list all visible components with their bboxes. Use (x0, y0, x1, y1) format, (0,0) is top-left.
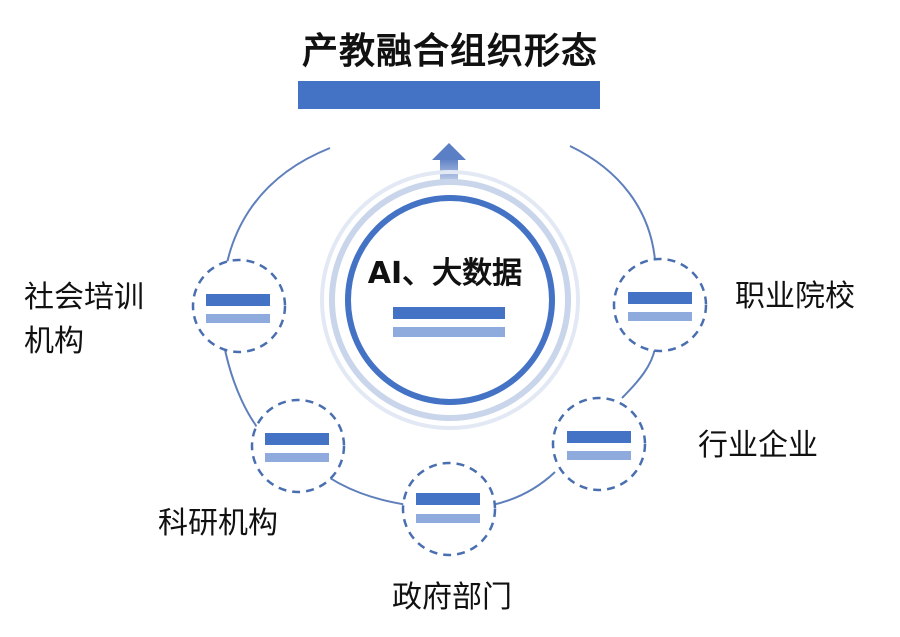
title-bar (298, 81, 600, 109)
node-government (401, 461, 497, 557)
node-label-social-training: 社会培训 机构 (24, 276, 144, 364)
page-title: 产教融合组织形态 (301, 31, 598, 72)
node-label-vocational: 职业院校 (735, 279, 855, 314)
connector-arc-right-lower (621, 347, 656, 399)
center-halo-outer (320, 170, 580, 430)
center-bar-light (393, 327, 505, 337)
node-industry (551, 396, 647, 492)
node-label-social-training-line1: 社会培训 (24, 280, 144, 315)
node-vocational (612, 257, 708, 353)
center-circle (345, 195, 555, 405)
center-bar-dark (393, 307, 505, 319)
center-label: AI、大数据 (367, 256, 523, 291)
node-label-research: 科研机构 (158, 506, 278, 541)
connector-arc-right (569, 145, 656, 261)
connector-arc-bottom-right (491, 471, 556, 506)
node-social-training (191, 258, 287, 354)
node-label-social-training-line2: 机构 (24, 324, 84, 359)
node-label-government: 政府部门 (392, 580, 512, 615)
node-research (250, 398, 346, 494)
node-label-industry: 行业企业 (698, 428, 818, 463)
